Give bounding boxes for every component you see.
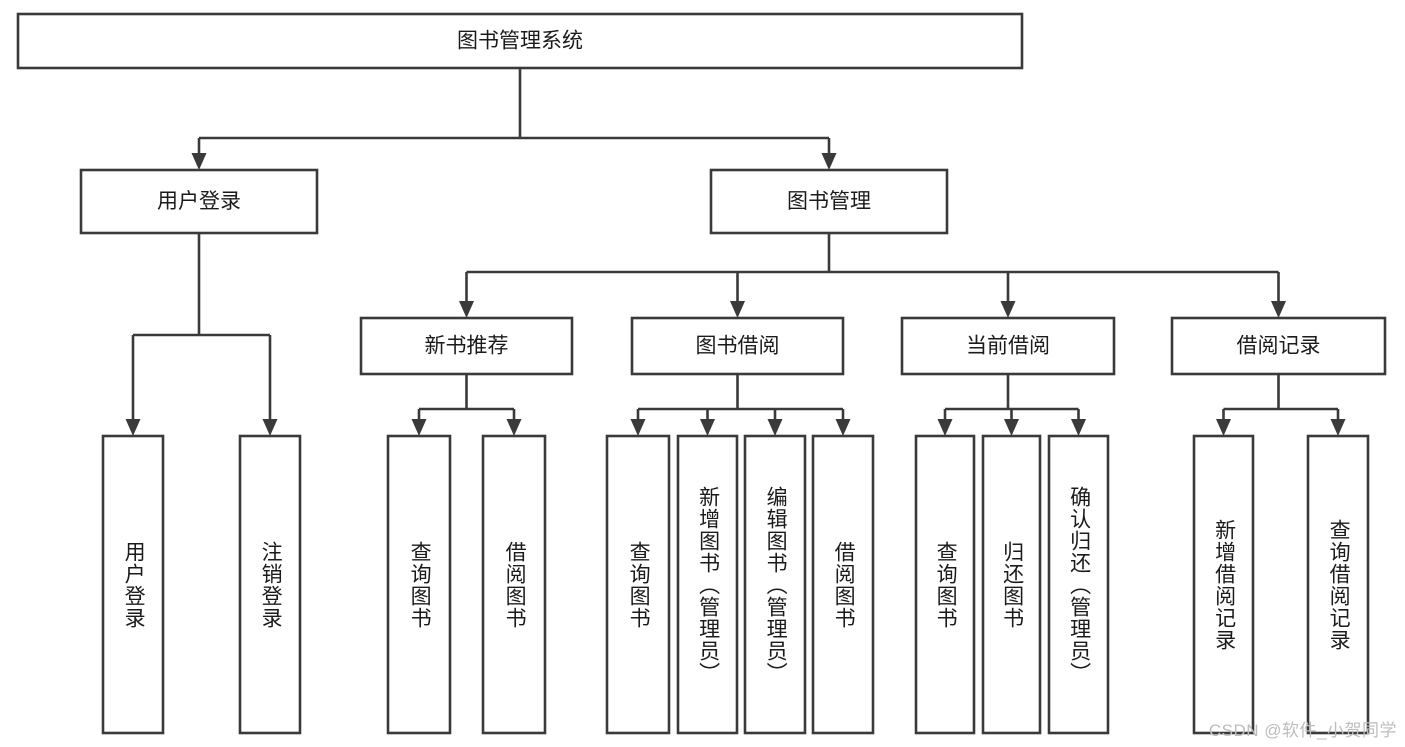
node-label-book-manage: 图书管理 [787,190,871,213]
node-box-book-manage[interactable] [709,168,949,235]
arrow-head-icon [1216,419,1231,436]
arrow-head-icon [767,419,783,436]
node-box-leaf-query-record[interactable] [1306,434,1370,735]
node-box-root[interactable] [16,12,1024,70]
arrow-head-icon [1071,419,1086,436]
node-box-leaf-query-book-current[interactable] [914,434,976,735]
arrow-head-icon [125,419,141,436]
node-box-leaf-user-login[interactable] [101,434,165,735]
arrow-head-icon [1004,419,1019,436]
node-label-user-login: 用户登录 [157,190,241,213]
arrow-head-icon [411,419,427,436]
arrow-head-icon [730,301,745,318]
node-box-leaf-add-record[interactable] [1192,434,1255,735]
arrow-head-icon [506,419,522,436]
node-boxes [16,12,1387,735]
node-box-leaf-user-logout[interactable] [238,434,302,735]
arrow-head-icon [630,419,646,436]
node-label-root: 图书管理系统 [457,30,583,53]
arrow-head-icon [459,301,474,318]
arrow-head-icon [821,153,837,170]
arrow-head-icon [1000,301,1016,318]
arrow-head-icon [835,419,851,436]
node-label-current-borrow: 当前借阅 [966,335,1050,358]
node-box-leaf-confirm-return[interactable] [1047,434,1110,735]
node-box-leaf-return-book[interactable] [981,434,1042,735]
arrow-head-icon [262,419,278,436]
arrow-head-icon [1330,419,1346,436]
node-box-new-book-recommend[interactable] [359,316,574,376]
node-box-book-borrow[interactable] [630,316,845,376]
node-box-leaf-query-book-borrow[interactable] [605,434,671,735]
node-box-leaf-add-book[interactable] [676,434,739,735]
arrow-head-icon [700,419,715,436]
csdn-watermark: CSDN @软件_小贺同学 [1208,721,1397,740]
node-box-borrow-record[interactable] [1170,316,1387,376]
node-label-borrow-record: 借阅记录 [1237,335,1321,358]
connector-edges [125,68,1346,436]
arrow-head-icon [191,153,207,170]
arrow-head-icon [937,419,953,436]
node-box-leaf-query-book-rec[interactable] [386,434,452,735]
node-box-leaf-edit-book[interactable] [743,434,807,735]
arrow-head-icon [1271,301,1286,318]
node-box-leaf-borrow-book[interactable] [811,434,875,735]
node-box-user-login[interactable] [79,168,319,235]
node-label-new-book-recommend: 新书推荐 [425,335,509,358]
node-box-leaf-borrow-book-rec[interactable] [481,434,547,735]
node-box-current-borrow[interactable] [900,316,1116,376]
node-label-book-borrow: 图书借阅 [696,335,780,358]
